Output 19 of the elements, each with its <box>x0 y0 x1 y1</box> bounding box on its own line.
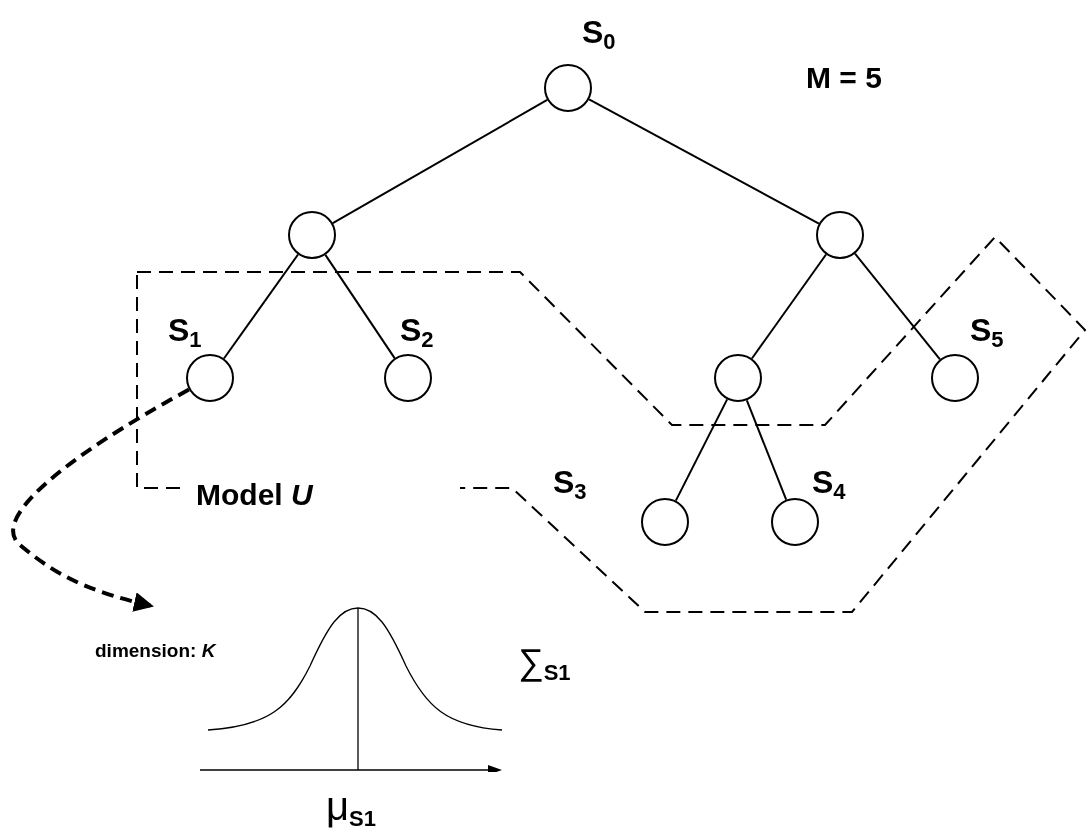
connector-line <box>222 253 300 360</box>
state-label: S$_{5}$ <box>970 311 1004 354</box>
connector-line <box>745 399 788 501</box>
connector-line <box>588 98 820 225</box>
connector-line <box>331 98 549 225</box>
arrow <box>11 387 190 612</box>
state-label: S$_{2}$ <box>400 311 434 354</box>
state-label: S$_{3}$ <box>553 463 587 506</box>
parameter-label: M = 5 <box>806 60 882 96</box>
dimension-label: dimension: K <box>95 639 216 663</box>
mean-symbol: μ$_{S1}$ <box>326 783 376 833</box>
connector-line <box>324 253 396 360</box>
state-label: S$_{1}$ <box>168 311 202 354</box>
connector-line <box>750 253 828 360</box>
connector-line <box>674 398 729 502</box>
covariance-symbol: ∑$_{S1}$ <box>518 640 571 687</box>
connector-line <box>854 252 941 361</box>
state-label: S$_{0}$ <box>582 13 616 56</box>
state-label: S$_{4}$ <box>812 463 846 506</box>
